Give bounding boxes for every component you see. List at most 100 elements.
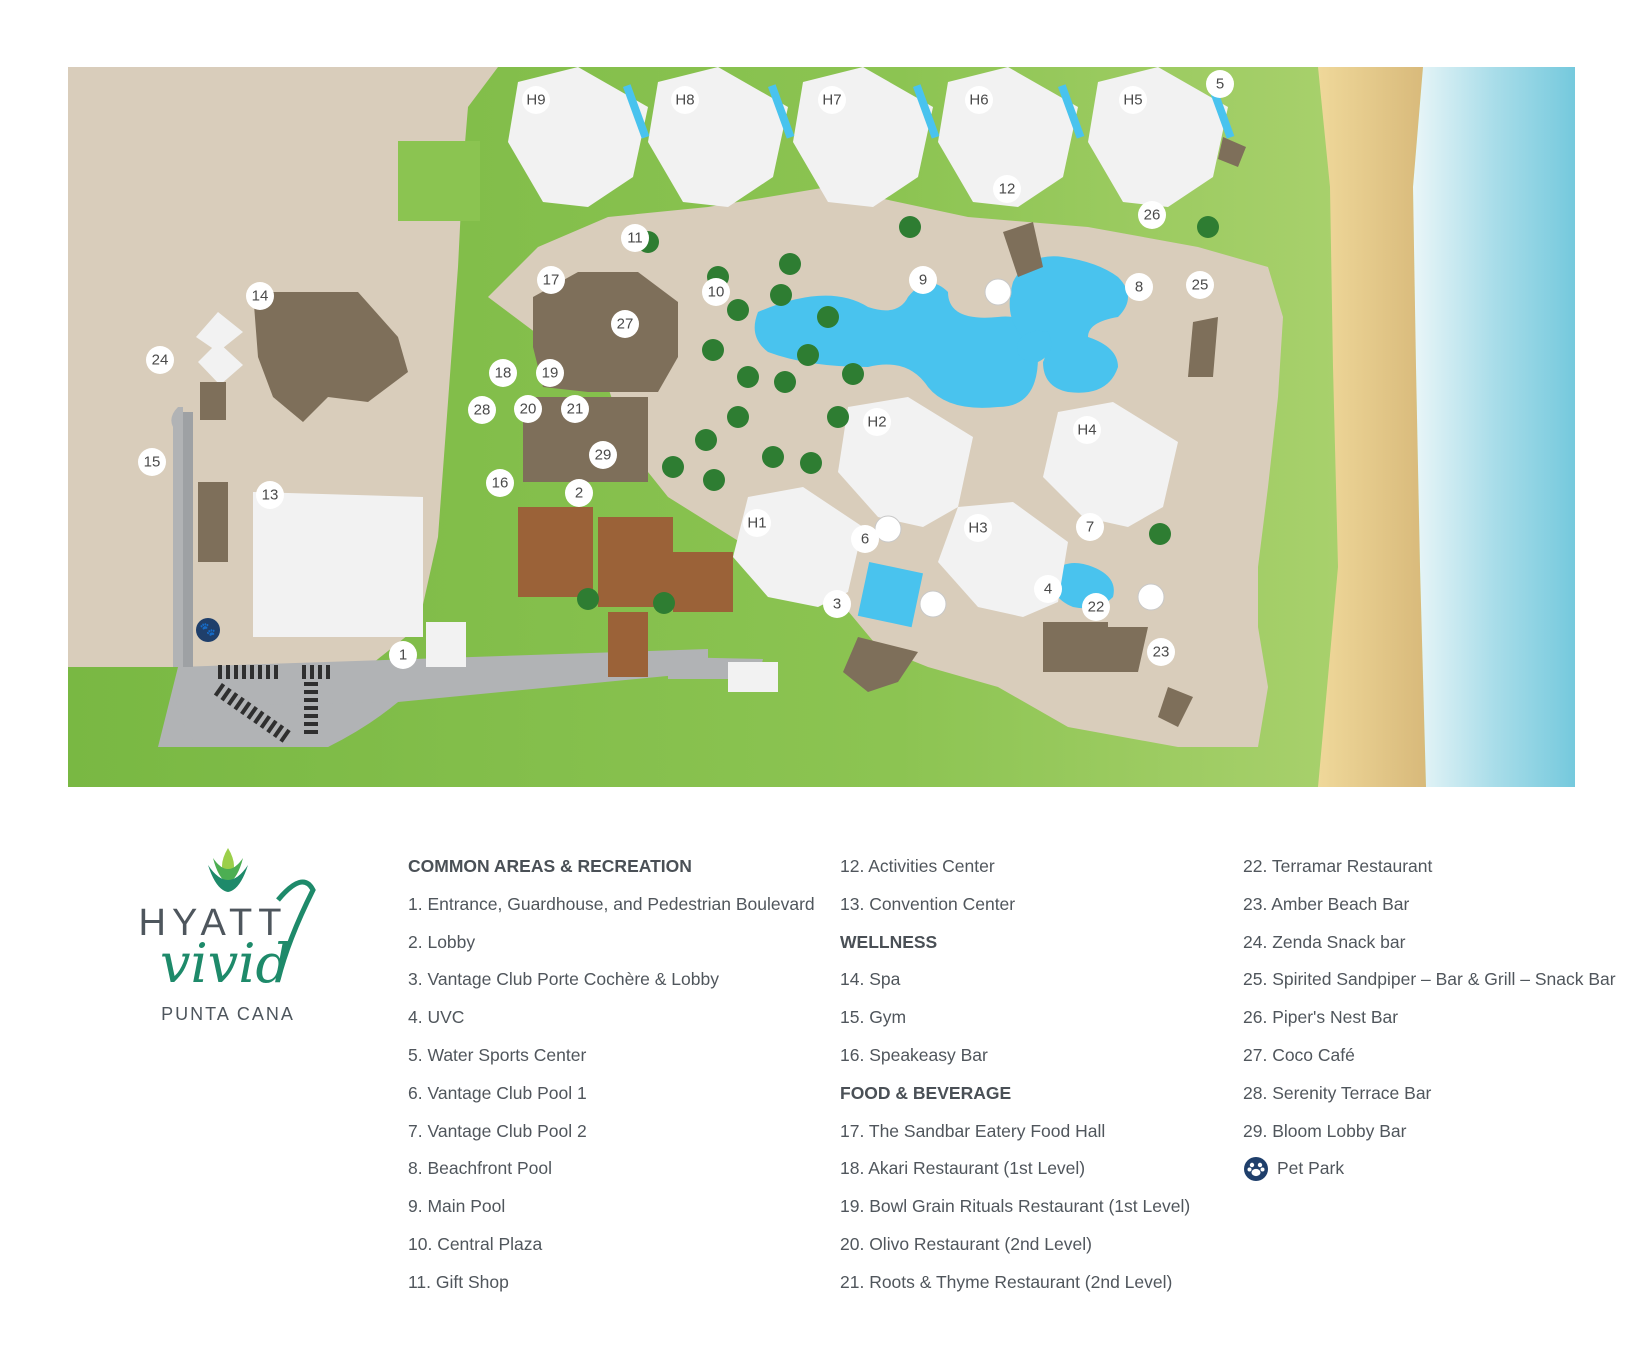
legend-item-text: 4. UVC (408, 1007, 465, 1028)
legend-item-text: 26. Piper's Nest Bar (1243, 1007, 1399, 1028)
marker-circle (1138, 201, 1166, 229)
legend-item-text: 3. Vantage Club Porte Cochère & Lobby (408, 969, 719, 990)
building-small-2 (198, 342, 243, 385)
building-23 (1158, 687, 1193, 727)
marker-label: H6 (969, 92, 988, 109)
marker-label: H1 (747, 515, 766, 532)
legend-item-text: 20. Olivo Restaurant (2nd Level) (840, 1233, 1092, 1254)
marker-circle (909, 266, 937, 294)
building-2c (608, 612, 648, 677)
map-marker[interactable]: 13 (256, 481, 284, 509)
map-marker[interactable]: H8 (671, 86, 699, 114)
map-marker[interactable]: H3 (964, 514, 992, 542)
legend-item-text: FOOD & BEVERAGE (840, 1082, 1012, 1103)
map-marker[interactable]: H5 (1119, 86, 1147, 114)
marker-circle (1076, 513, 1104, 541)
map-marker[interactable]: 20 (514, 395, 542, 423)
legend-item-text: 16. Speakeasy Bar (840, 1044, 988, 1065)
map-marker[interactable]: 26 (1138, 201, 1166, 229)
map-marker[interactable]: 11 (621, 224, 649, 252)
legend-item-text: 25. Spirited Sandpiper – Bar & Grill – S… (1243, 969, 1616, 990)
map-marker[interactable]: 1 (389, 641, 417, 669)
legend-item-text: 10. Central Plaza (408, 1233, 543, 1254)
legend-item: 22. Terramar Restaurant (1243, 848, 1616, 886)
map-marker[interactable]: 17 (537, 266, 565, 294)
marker-circle (702, 278, 730, 306)
marker-circle (561, 395, 589, 423)
map-marker[interactable]: 7 (1076, 513, 1104, 541)
map-marker[interactable]: 9 (909, 266, 937, 294)
marker-label: H5 (1123, 92, 1142, 109)
building-small-1 (196, 312, 243, 352)
building-22 (1108, 627, 1148, 672)
legend-item-text: 19. Bowl Grain Rituals Restaurant (1st L… (840, 1196, 1191, 1217)
legend-section-header: FOOD & BEVERAGE (840, 1075, 1190, 1113)
map-marker[interactable]: 23 (1147, 638, 1175, 666)
legend-item: 8. Beachfront Pool (408, 1150, 815, 1188)
legend-item-text: 29. Bloom Lobby Bar (1243, 1120, 1407, 1141)
legend-item: 11. Gift Shop (408, 1264, 815, 1302)
map-marker[interactable]: H1 (743, 509, 771, 537)
marker-label: 13 (262, 487, 279, 504)
legend-item-text: 6. Vantage Club Pool 1 (408, 1082, 587, 1103)
map-marker[interactable]: 21 (561, 395, 589, 423)
map-marker[interactable]: 25 (1186, 271, 1214, 299)
building-guardhouse (426, 622, 466, 667)
map-marker[interactable]: H9 (522, 86, 550, 114)
marker-label: 15 (144, 454, 161, 471)
marker-circle (468, 396, 496, 424)
map-marker[interactable]: 18 (489, 359, 517, 387)
legend-item-text: 17. The Sandbar Eatery Food Hall (840, 1120, 1106, 1141)
legend-item: 21. Roots & Thyme Restaurant (2nd Level) (840, 1264, 1190, 1302)
pool-beachfront (1009, 256, 1128, 393)
map-marker[interactable]: H6 (965, 86, 993, 114)
map-marker[interactable]: 29 (589, 441, 617, 469)
logo-graphic: HYATT vivid PUNTA CANA (139, 848, 316, 1024)
map-marker[interactable]: 24 (146, 346, 174, 374)
map-marker[interactable]: 19 (536, 359, 564, 387)
map-marker[interactable]: 4 (1034, 575, 1062, 603)
marker-label: 17 (543, 272, 560, 289)
map-marker[interactable]: 6 (851, 525, 879, 553)
legend-item-text: COMMON AREAS & RECREATION (408, 856, 692, 876)
map-marker[interactable]: 2 (565, 479, 593, 507)
map-marker[interactable]: 27 (611, 310, 639, 338)
marker-label: 9 (919, 272, 927, 289)
map-marker[interactable]: 22 (1082, 593, 1110, 621)
marker-circle (536, 359, 564, 387)
legend-item: 29. Bloom Lobby Bar (1243, 1113, 1616, 1151)
marker-label: 20 (520, 401, 537, 418)
map-marker[interactable]: 15 (138, 448, 166, 476)
map-marker[interactable]: 3 (823, 590, 851, 618)
legend-item: 1. Entrance, Guardhouse, and Pedestrian … (408, 886, 815, 924)
marker-label: 18 (495, 365, 512, 382)
map-marker[interactable]: 8 (1125, 273, 1153, 301)
marker-label: H9 (526, 92, 545, 109)
map-marker[interactable]: 14 (246, 282, 274, 310)
marker-circle (1125, 273, 1153, 301)
marker-label: 6 (861, 531, 869, 548)
map-marker[interactable]: 16 (486, 469, 514, 497)
brand-script: vivid (160, 932, 290, 995)
map-marker[interactable]: 12 (993, 175, 1021, 203)
map-marker[interactable]: 28 (468, 396, 496, 424)
legend-item-text: 22. Terramar Restaurant (1243, 856, 1433, 876)
building-5 (1218, 137, 1246, 167)
map-marker[interactable]: H2 (863, 408, 891, 436)
marker-circle (1206, 70, 1234, 98)
building-east-gate (728, 662, 778, 692)
grass-patch (398, 141, 480, 221)
map-marker[interactable]: 10 (702, 278, 730, 306)
map-marker[interactable]: H4 (1073, 416, 1101, 444)
map-marker[interactable]: H7 (818, 86, 846, 114)
legend-item: 15. Gym (840, 999, 1190, 1037)
legend-item: 25. Spirited Sandpiper – Bar & Grill – S… (1243, 961, 1616, 999)
ocean (1413, 67, 1575, 787)
map-marker[interactable]: 5 (1206, 70, 1234, 98)
legend-section-header: WELLNESS (840, 924, 1190, 962)
legend-item-text: 24. Zenda Snack bar (1243, 931, 1406, 952)
pet-park-marker[interactable] (196, 618, 220, 642)
legend-item-text: 2. Lobby (408, 931, 476, 952)
marker-circle (1073, 416, 1101, 444)
